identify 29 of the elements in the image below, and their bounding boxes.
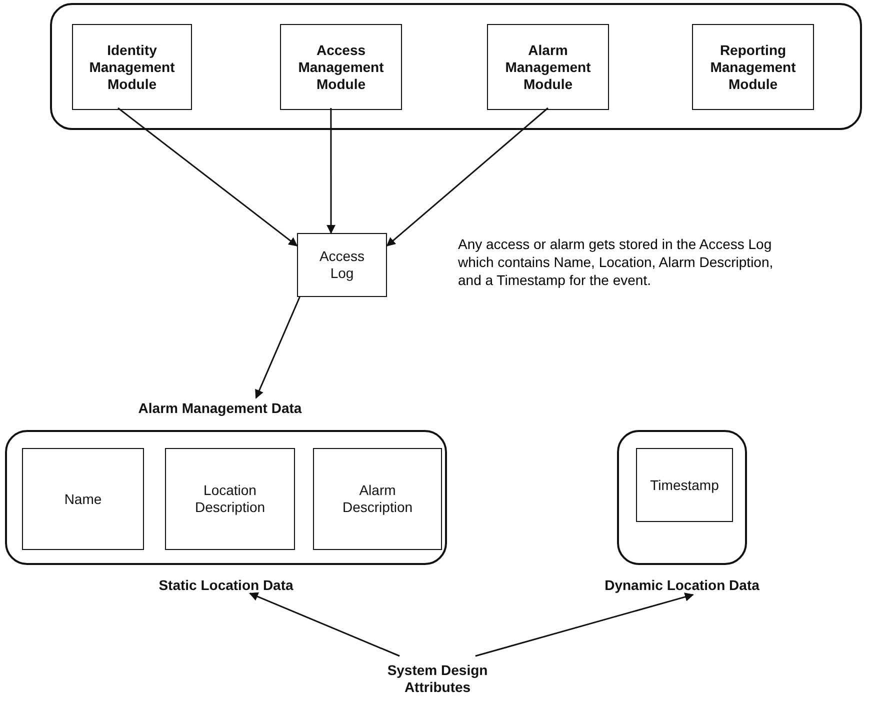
module-box — [280, 24, 402, 110]
box-label: Alarm Management Module — [504, 42, 592, 92]
group-label: Dynamic Location Data — [604, 577, 760, 594]
bold-label: System Design Attributes — [380, 656, 495, 702]
bold-label: Alarm Management Data — [130, 398, 310, 418]
arrow — [118, 107, 298, 246]
data-box — [636, 448, 733, 522]
box-label: Access Log — [318, 248, 366, 282]
arrow — [475, 592, 694, 657]
data-box — [22, 448, 144, 550]
arrow — [249, 592, 400, 657]
box-label: Reporting Management Module — [709, 42, 797, 92]
box-label: Alarm Description — [341, 482, 414, 516]
box-label: Location Description — [194, 482, 266, 516]
module-box — [692, 24, 814, 110]
data-box — [313, 448, 442, 550]
data-box — [165, 448, 295, 550]
box-label: Identity Management Module — [88, 42, 176, 92]
module-box — [487, 24, 609, 110]
box-shape — [50, 3, 862, 130]
box-label: Name — [64, 490, 102, 508]
box-label: Access Management Module — [297, 42, 385, 92]
arrow — [326, 108, 336, 234]
note-text: Any access or alarm gets stored in the Access Log which contains Name, Location, Alarm Description, and a Timestamp for the event. — [458, 235, 774, 289]
box-label: Timestamp — [650, 476, 719, 494]
arrow — [255, 296, 300, 399]
data-box — [297, 233, 387, 297]
module-box — [72, 24, 192, 110]
group-label: Static Location Data — [158, 577, 294, 594]
